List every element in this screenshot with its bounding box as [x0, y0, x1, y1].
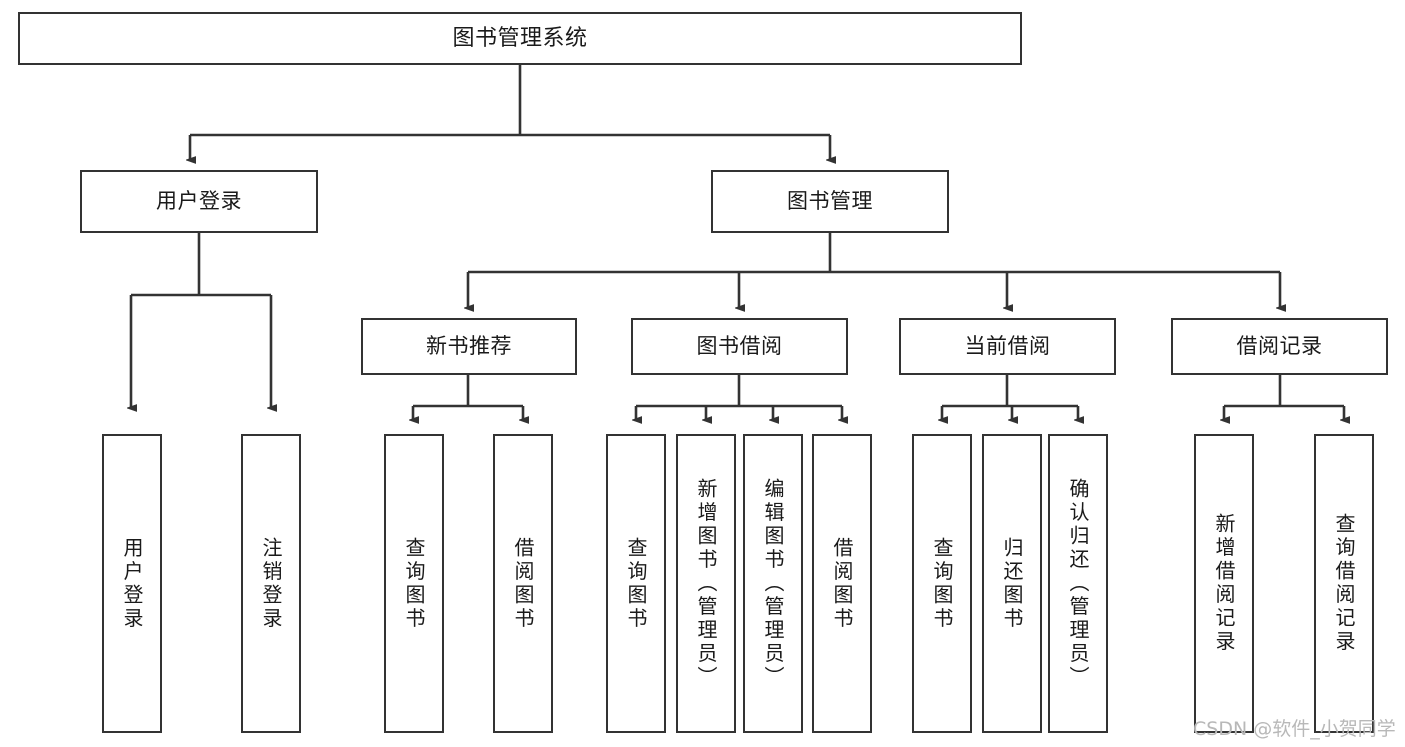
node-leaf-add-borrow-record-label: 新增借阅记录 [1212, 513, 1236, 654]
node-current-borrow[interactable]: 当前借阅 [899, 318, 1116, 375]
node-new-book-recommend-label: 新书推荐 [426, 334, 512, 359]
node-borrow-record-label: 借阅记录 [1236, 334, 1323, 359]
node-leaf-query-book-3-label: 查询图书 [930, 536, 954, 631]
node-book-borrow[interactable]: 图书借阅 [631, 318, 848, 375]
node-leaf-borrow-book-1[interactable]: 借阅图书 [493, 434, 553, 733]
node-leaf-logout-login-label: 注销登录 [259, 536, 283, 631]
node-leaf-query-book-2[interactable]: 查询图书 [606, 434, 666, 733]
node-book-management-label: 图书管理 [787, 189, 873, 214]
node-leaf-user-login-label: 用户登录 [120, 536, 144, 631]
node-leaf-user-login[interactable]: 用户登录 [102, 434, 162, 733]
node-leaf-query-borrow-record-label: 查询借阅记录 [1332, 513, 1356, 654]
node-leaf-add-book-admin[interactable]: 新增图书（管理员） [676, 434, 736, 733]
node-book-management[interactable]: 图书管理 [711, 170, 949, 233]
node-user-login[interactable]: 用户登录 [80, 170, 318, 233]
node-book-borrow-label: 图书借阅 [696, 334, 783, 359]
node-leaf-add-borrow-record[interactable]: 新增借阅记录 [1194, 434, 1254, 733]
node-leaf-borrow-book-2[interactable]: 借阅图书 [812, 434, 872, 733]
node-current-borrow-label: 当前借阅 [964, 334, 1051, 359]
node-new-book-recommend[interactable]: 新书推荐 [361, 318, 577, 375]
node-root-system[interactable]: 图书管理系统 [18, 12, 1022, 65]
node-user-login-label: 用户登录 [156, 189, 242, 214]
node-leaf-query-borrow-record[interactable]: 查询借阅记录 [1314, 434, 1374, 733]
node-leaf-edit-book-admin[interactable]: 编辑图书（管理员） [743, 434, 803, 733]
node-leaf-borrow-book-2-label: 借阅图书 [830, 536, 854, 631]
node-leaf-confirm-return-admin-label: 确认归还（管理员） [1066, 477, 1090, 690]
node-leaf-return-book[interactable]: 归还图书 [982, 434, 1042, 733]
node-leaf-edit-book-admin-label: 编辑图书（管理员） [761, 477, 785, 690]
node-leaf-query-book-1-label: 查询图书 [402, 536, 426, 631]
node-leaf-query-book-2-label: 查询图书 [624, 536, 648, 631]
node-leaf-logout-login[interactable]: 注销登录 [241, 434, 301, 733]
node-leaf-borrow-book-1-label: 借阅图书 [511, 536, 535, 631]
node-borrow-record[interactable]: 借阅记录 [1171, 318, 1388, 375]
watermark-csdn: CSDN @软件_小贺同学 [1193, 718, 1396, 740]
node-leaf-add-book-admin-label: 新增图书（管理员） [694, 477, 718, 690]
node-leaf-return-book-label: 归还图书 [1000, 536, 1024, 631]
node-leaf-query-book-1[interactable]: 查询图书 [384, 434, 444, 733]
node-leaf-query-book-3[interactable]: 查询图书 [912, 434, 972, 733]
node-root-system-label: 图书管理系统 [452, 25, 588, 51]
node-leaf-confirm-return-admin[interactable]: 确认归还（管理员） [1048, 434, 1108, 733]
